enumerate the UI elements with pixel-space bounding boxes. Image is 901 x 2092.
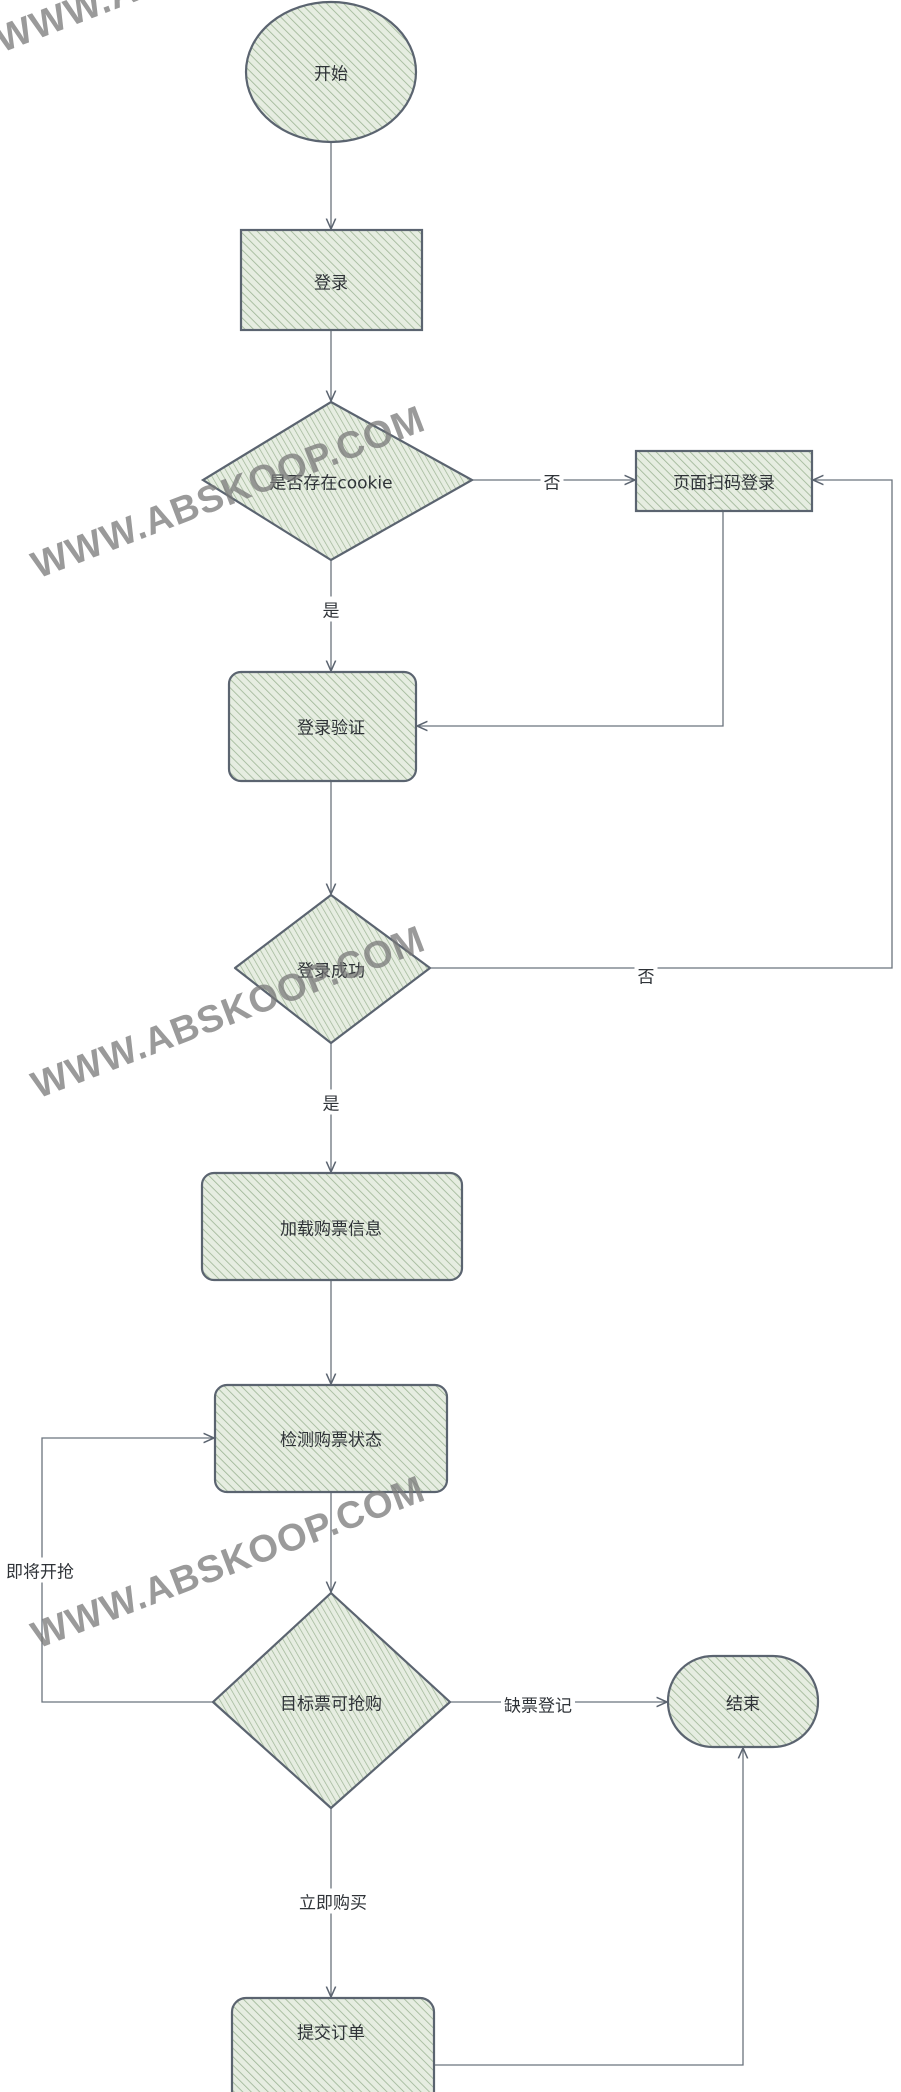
node-load-ticket-info-label: 加载购票信息 xyxy=(280,1219,382,1240)
node-end[interactable] xyxy=(666,1654,820,1749)
edge-success-no xyxy=(431,480,893,969)
node-login-label: 登录 xyxy=(314,273,348,294)
node-load-ticket-info[interactable] xyxy=(200,1171,464,1282)
node-ticket-available-label: 目标票可抢购 xyxy=(280,1694,382,1715)
edge-label-out-of-stock: 缺票登记 xyxy=(501,1691,575,1717)
node-check-ticket-status-label: 检测购票状态 xyxy=(280,1430,382,1451)
node-qr-login-label: 页面扫码登录 xyxy=(673,473,775,494)
node-login-success[interactable] xyxy=(233,893,432,1045)
node-start[interactable] xyxy=(244,0,418,144)
node-login-verify-label: 登录验证 xyxy=(297,718,365,739)
edge-label-cookie-yes: 是 xyxy=(319,596,343,622)
node-submit-order-label: 提交订单 xyxy=(297,2023,365,2044)
edge-label-soon-start: 即将开抢 xyxy=(3,1557,77,1583)
edge-label-buy-now: 立即购买 xyxy=(296,1888,370,1914)
node-cookie-check[interactable] xyxy=(200,400,475,562)
node-cookie-check-label: 是否存在cookie xyxy=(269,473,393,494)
node-qr-login[interactable] xyxy=(634,449,814,513)
node-end-label: 结束 xyxy=(726,1694,760,1715)
node-login[interactable] xyxy=(239,228,424,332)
node-login-success-label: 登录成功 xyxy=(297,961,365,982)
node-login-verify[interactable] xyxy=(227,670,418,783)
node-check-ticket-status[interactable] xyxy=(213,1383,449,1494)
edge-label-cookie-no: 否 xyxy=(540,468,564,494)
edge-label-success-yes: 是 xyxy=(319,1089,343,1115)
node-ticket-available[interactable] xyxy=(211,1591,452,1810)
edge-label-success-no: 否 xyxy=(634,962,658,988)
node-start-label: 开始 xyxy=(314,64,348,85)
edge-submit-to-end xyxy=(434,1748,743,2066)
edge-qr-to-verify xyxy=(417,511,724,726)
node-submit-order[interactable] xyxy=(230,1996,436,2092)
